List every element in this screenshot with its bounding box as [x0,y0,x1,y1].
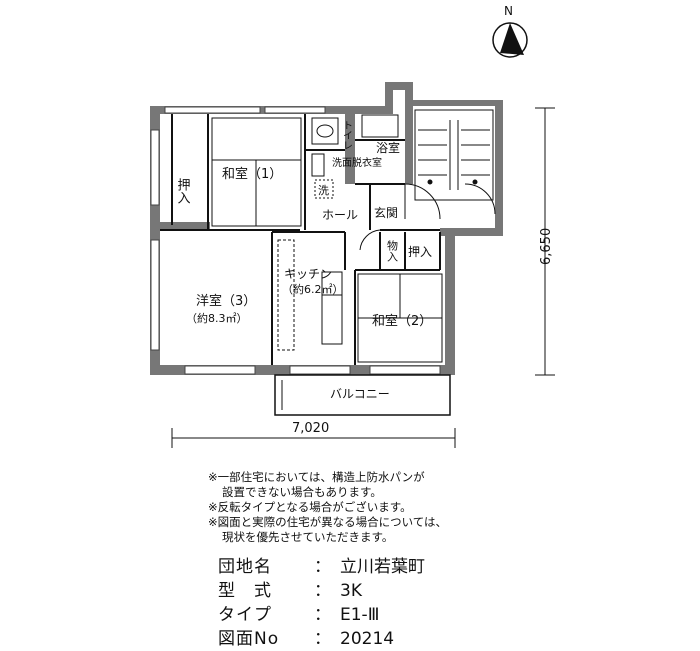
danchi-label: 団地名 [218,557,272,577]
info-row-zumen: 図面No ： 20214 [218,627,425,651]
zumen-label: 図面No [218,629,280,649]
door-swings [359,183,496,251]
room-hall: ホール [322,208,358,222]
north-compass-icon: N [492,4,528,58]
notes: ※一部住宅においては、構造上防水パンが 設置できない場合もあります。 ※反転タイ… [208,470,447,545]
note-line: ※反転タイプとなる場合がございます。 [208,500,412,514]
room-washitsu-1: 和室（1） [222,166,282,182]
note-line: ※一部住宅においては、構造上防水パンが [208,470,425,484]
info-row-danchi: 団地名 ： 立川若葉町 [218,555,425,579]
room-oshiire-left: 押入 [175,178,191,204]
room-kitchen-area: （約6.2㎡） [282,282,344,296]
room-genkan: 玄関 [374,205,398,220]
room-youshitsu-3: 洋室（3） [196,293,256,309]
room-senmen: 洗面脱衣室 [332,156,382,169]
dimension-lines [171,107,555,448]
room-yokushitsu: 浴室 [376,140,400,155]
room-sentaku: 洗 [318,184,329,197]
room-balcony: バルコニー [330,387,390,401]
room-washitsu-2: 和室（2） [372,313,432,329]
room-youshitsu-3-area: （約8.3㎡） [186,311,248,325]
kata-value: 3K [340,581,362,601]
fixtures [277,114,399,351]
type-label: タイプ [218,605,272,625]
separator: ： [314,629,331,649]
note-line: 現状を優先させていただきます。 [222,530,394,544]
note-line: ※図面と実際の住宅が異なる場合については、 [208,515,448,529]
windows [150,106,441,375]
dimension-depth: 6,650 [539,228,554,265]
separator: ： [314,581,331,601]
room-monoire: 物入 [386,239,399,262]
kata-label: 型 式 [218,581,272,601]
zumen-value: 20214 [340,629,395,649]
info-row-kata: 型 式 ： 3K [218,579,425,603]
type-value: E1-Ⅲ [340,605,380,625]
tatami-lines [211,117,443,363]
note-line: 設置できない場合もあります。 [222,485,382,499]
room-oshiire-right: 押入 [408,245,432,259]
compass-label: N [504,4,513,18]
room-toilet: トイレ [341,120,353,150]
interior-walls [160,114,441,365]
balcony [274,374,451,416]
info-row-type: タイプ ： E1-Ⅲ [218,603,425,627]
property-info: 団地名 ： 立川若葉町 型 式 ： 3K タイプ ： E1-Ⅲ 図面No ： 2… [218,555,425,651]
danchi-value: 立川若葉町 [340,557,425,577]
room-kitchen: キッチン [284,267,332,281]
staircase [414,109,494,201]
separator: ： [314,605,331,625]
separator: ： [314,557,331,577]
dimension-width: 7,020 [292,421,329,436]
